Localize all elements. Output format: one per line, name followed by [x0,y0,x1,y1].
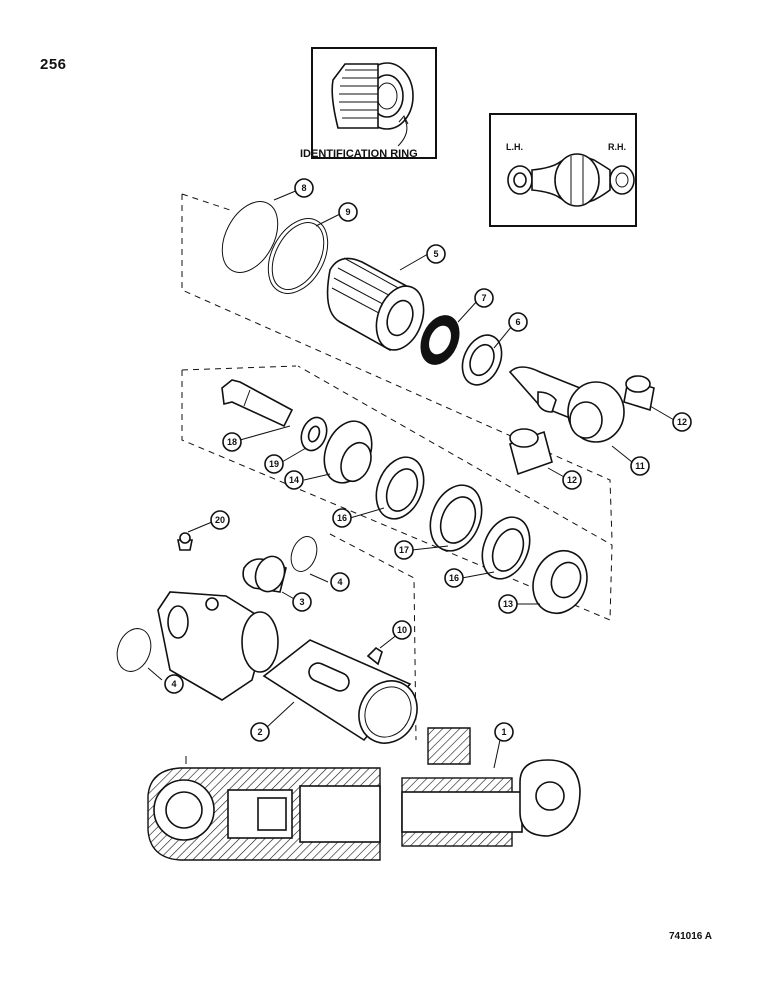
part-12-bushing-upper [623,375,655,412]
part-19-washer [300,416,328,452]
callout-14: 14 [284,470,304,490]
svg-text:9: 9 [345,207,350,217]
svg-text:19: 19 [269,459,279,469]
callout-9: 9 [338,202,358,222]
part-2-tube [262,639,418,744]
callout-6: 6 [508,312,528,332]
part-9-backup-ring [267,218,329,294]
svg-text:6: 6 [515,317,520,327]
assembled-cylinder-section [147,727,581,861]
svg-text:16: 16 [449,573,459,583]
svg-text:20: 20 [215,515,225,525]
part-10-screw [366,646,383,666]
part-18-bolt [221,379,294,428]
identification-ring-label: IDENTIFICATION RING [300,148,418,160]
part-4-snap-ring-lower [116,628,152,672]
callout-7: 7 [474,288,494,308]
callout-16-upper: 16 [332,508,352,528]
callout-19: 19 [264,454,284,474]
svg-text:11: 11 [635,461,645,471]
barrel-end-clevis [157,591,279,701]
callout-12-right: 12 [672,412,692,432]
part-16-seal-ring-upper [375,456,425,520]
svg-text:13: 13 [503,599,513,609]
piston-detail-illustration [331,62,414,147]
callout-2: 2 [250,722,270,742]
part-16-seal-ring-lower [481,516,531,580]
part-5-piston [326,257,425,352]
callout-4-upper: 4 [330,572,350,592]
figure-code: 741016 A [669,931,712,942]
svg-text:18: 18 [227,437,237,447]
svg-text:5: 5 [433,249,438,259]
part-14-piston-nut [323,420,373,484]
middle-group-outline [181,365,613,621]
svg-text:12: 12 [567,475,577,485]
svg-text:14: 14 [289,475,299,485]
end-cap-top-view-illustration [507,153,635,207]
svg-text:7: 7 [481,293,486,303]
callout-11: 11 [630,456,650,476]
part-20-grease-fitting [177,532,193,551]
svg-text:17: 17 [399,545,409,555]
callout-20: 20 [210,510,230,530]
callout-18: 18 [222,432,242,452]
upper-group-outline [181,193,613,541]
part-8-snap-ring [221,201,279,273]
callout-10: 10 [392,620,412,640]
svg-text:1: 1 [501,727,506,737]
svg-text:8: 8 [301,183,306,193]
svg-text:3: 3 [299,597,304,607]
svg-text:12: 12 [677,417,687,427]
callout-5: 5 [426,244,446,264]
part-7-seal [420,315,460,365]
svg-text:10: 10 [397,625,407,635]
svg-text:4: 4 [337,577,342,587]
part-3-bushing [242,555,287,593]
part-11-housing [508,366,625,443]
part-17-bearing [429,484,483,552]
svg-text:4: 4 [171,679,176,689]
right-hand-label: R.H. [608,142,626,152]
left-hand-label: L.H. [506,142,523,152]
page-number: 256 [40,56,67,73]
callout-8: 8 [294,178,314,198]
callout-12-lower: 12 [562,470,582,490]
lower-group-outline [329,533,417,741]
callout-17: 17 [394,540,414,560]
callout-3: 3 [292,592,312,612]
svg-text:16: 16 [337,513,347,523]
part-6-wear-ring [461,334,503,386]
callout-16-lower: 16 [444,568,464,588]
part-12-bushing-lower [509,428,553,476]
svg-text:2: 2 [257,727,262,737]
callout-1: 1 [494,722,514,742]
leader-lines [147,189,675,769]
part-13-gland [532,549,588,615]
inset-identification-ring: IDENTIFICATION RING [300,47,437,160]
part-4-snap-ring-upper [290,536,318,572]
inset-left-right-hand: L.H. R.H. [489,113,637,227]
callout-13: 13 [498,594,518,614]
callout-4-lower: 4 [164,674,184,694]
